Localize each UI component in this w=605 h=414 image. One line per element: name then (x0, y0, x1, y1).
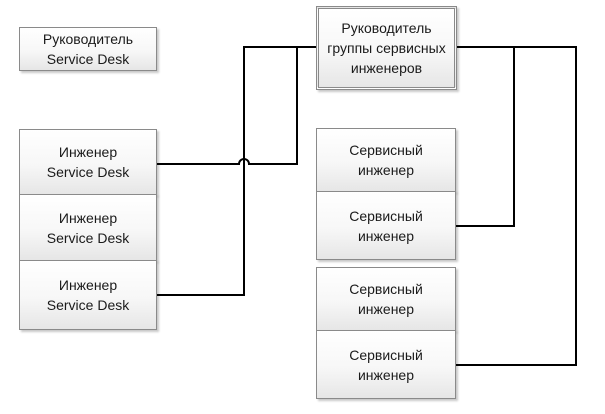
node-head-service-desk: Руководитель Service Desk (19, 27, 157, 71)
node-head-service-engineers: Руководитель группы сервисных инженеров (316, 6, 457, 90)
connector-service-engineer-4 (456, 46, 577, 366)
node-engineer-service-desk-3: Инженер Service Desk (19, 260, 157, 330)
connector-engineer-sd-3 (157, 46, 316, 296)
node-service-engineer-4: Сервисный инженер (316, 330, 456, 399)
node-service-engineer-3: Сервисный инженер (316, 267, 456, 331)
connector-service-engineer-2 (456, 46, 515, 227)
node-service-engineer-1: Сервисный инженер (316, 128, 456, 192)
node-engineer-service-desk-2: Инженер Service Desk (19, 194, 157, 261)
connector-engineer-sd-1 (157, 46, 316, 165)
node-engineer-service-desk-1: Инженер Service Desk (19, 129, 157, 195)
node-service-engineer-2: Сервисный инженер (316, 191, 456, 260)
